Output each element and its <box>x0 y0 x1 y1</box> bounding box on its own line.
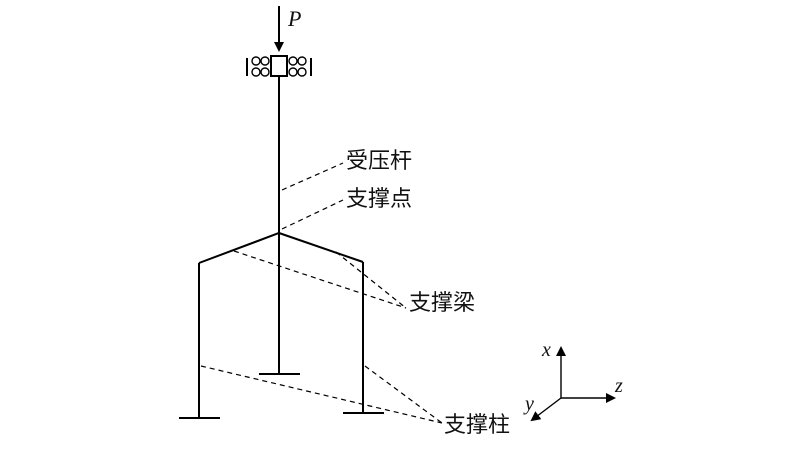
load-label: P <box>287 6 301 31</box>
leader-compression-bar <box>281 162 344 191</box>
label-support-column: 支撑柱 <box>444 413 510 438</box>
label-support-point: 支撑点 <box>346 187 412 212</box>
axis-z-label: z <box>614 375 623 397</box>
axis-x-label: x <box>541 339 551 361</box>
leader-support-point <box>281 199 344 230</box>
label-support-beam: 支撑梁 <box>409 291 475 316</box>
leader-column-right <box>364 365 443 424</box>
support-beam-frame <box>198 231 364 264</box>
leader-column-left <box>200 365 443 424</box>
coordinate-axes: x z y <box>523 339 623 422</box>
label-compression-bar: 受压杆 <box>346 149 412 174</box>
axis-y-arrow <box>530 397 562 422</box>
leader-beam-left <box>233 250 407 309</box>
axis-y-label: y <box>523 393 534 415</box>
top-roller-support <box>246 55 312 77</box>
leader-beam-right <box>335 251 407 309</box>
